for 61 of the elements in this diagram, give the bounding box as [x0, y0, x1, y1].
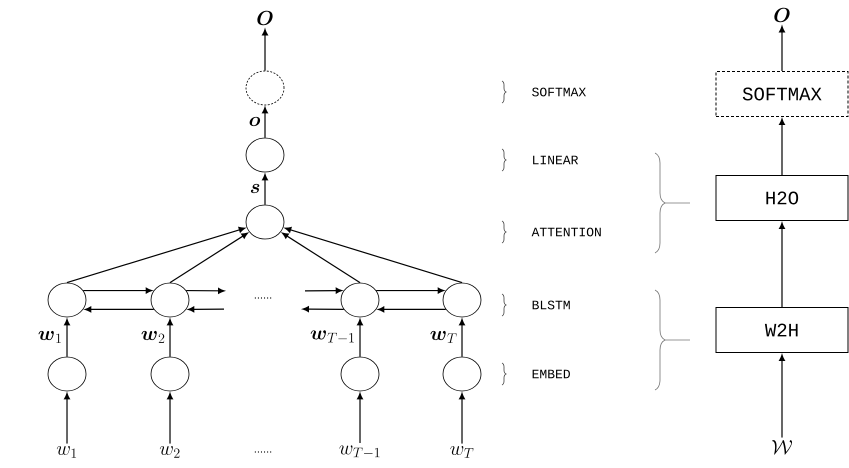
- neuron-circle: [340, 356, 380, 392]
- layer-label: BLSTM: [532, 300, 570, 310]
- neuron-circle: [442, 356, 482, 392]
- neuron-circle: [442, 282, 482, 318]
- arrow: [305, 288, 342, 294]
- arrow: [779, 222, 785, 307]
- ellipsis: ......: [254, 451, 272, 453]
- edge-label: $\boldsymbol{w}_{T}$: [428, 330, 458, 344]
- arrow: [84, 306, 154, 312]
- arrow: [188, 306, 224, 312]
- arrow: [64, 318, 70, 357]
- arrow: [378, 306, 446, 312]
- arrow: [167, 318, 173, 357]
- neuron-circle: [150, 282, 190, 318]
- arrow: [284, 226, 462, 284]
- dashed-circle: [246, 70, 284, 106]
- edge-label: $\boldsymbol{w}_{1}$: [36, 330, 64, 344]
- math-symbol: $w_{T}$: [450, 446, 474, 458]
- arrow: [262, 29, 268, 71]
- arrow: [779, 354, 785, 438]
- arrow: [66, 226, 246, 284]
- neuron-circle: [246, 138, 284, 172]
- arrow: [170, 232, 248, 284]
- neuron-circle: [48, 282, 86, 318]
- arrow: [64, 392, 70, 444]
- layer-label: LINEAR: [533, 156, 578, 164]
- arrow: [376, 288, 444, 294]
- math-symbol: $w_{1}$: [56, 446, 76, 458]
- neuron-circle: [150, 356, 190, 392]
- edge-label: $\boldsymbol{o}$: [248, 116, 262, 127]
- math-symbol: $w_{T-1}$: [339, 445, 380, 458]
- math-symbol: $\mathcal{W}$: [772, 440, 792, 455]
- math-symbol: $\boldsymbol{O}$: [257, 10, 273, 26]
- layer-label: EMBED: [532, 370, 570, 378]
- arrow: [282, 232, 360, 284]
- arrow: [779, 26, 785, 71]
- neuron-circle: [48, 356, 86, 392]
- arrow: [357, 318, 363, 357]
- neuron-circle: [340, 282, 380, 318]
- arrow: [459, 392, 465, 444]
- arrow: [459, 318, 465, 357]
- arrow: [167, 392, 173, 444]
- arrow: [302, 306, 344, 312]
- layer-box: W2H: [716, 307, 848, 353]
- arrow: [262, 106, 268, 138]
- arrow: [186, 288, 224, 294]
- layer-box: SOFTMAX: [716, 71, 848, 117]
- edge-label: $\boldsymbol{s}$: [248, 183, 262, 194]
- layer-label: SOFTMAX: [532, 88, 586, 96]
- edge-label: $\boldsymbol{w}_{2}$: [140, 330, 166, 344]
- arrow: [357, 392, 363, 443]
- arrow: [83, 288, 152, 294]
- math-symbol: $w_{2}$: [160, 446, 180, 458]
- arrow: [779, 118, 785, 175]
- edge-label: $\boldsymbol{w}_{T-1}$: [309, 329, 356, 345]
- neuron-circle: [246, 204, 284, 240]
- layer-label: ATTENTION: [532, 228, 601, 236]
- ellipsis: ......: [254, 297, 272, 299]
- layer-box: H2O: [716, 175, 848, 221]
- arrow: [262, 174, 268, 205]
- math-symbol: $\boldsymbol{O}$: [774, 8, 790, 22]
